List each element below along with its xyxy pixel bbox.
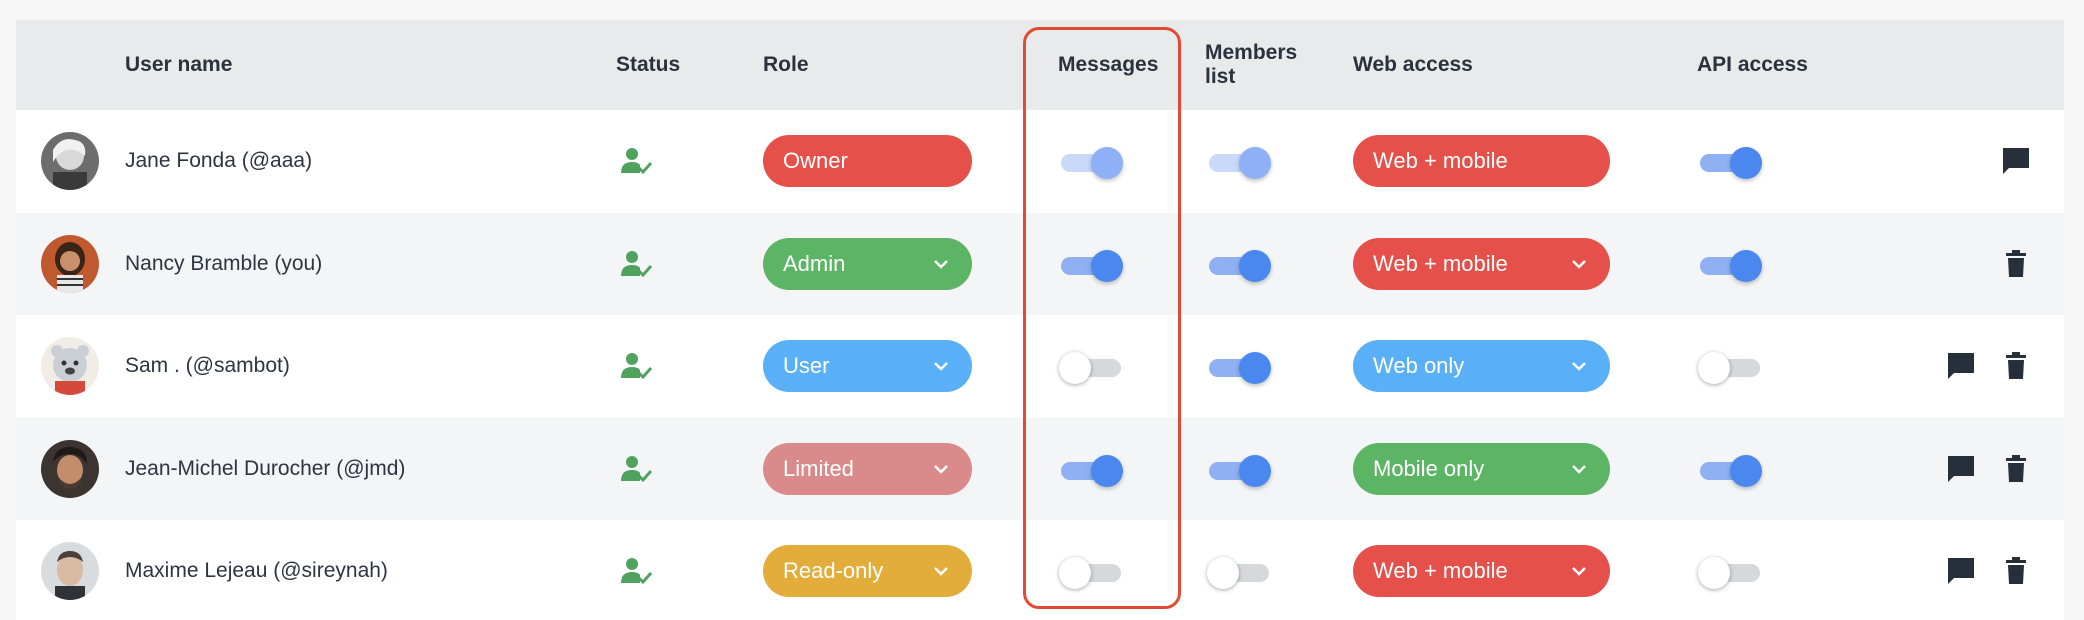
col-messages[interactable]: Messages	[1058, 53, 1159, 76]
chevron-down-icon	[1572, 464, 1586, 474]
web-access-label: Web + mobile	[1373, 148, 1508, 173]
message-icon[interactable]	[1946, 454, 1976, 484]
api-access-toggle[interactable]	[1700, 454, 1762, 487]
web-access-badge: Web + mobile	[1353, 135, 1610, 187]
table-row: Jane Fonda (@aaa) Owner Web + mobile	[16, 110, 2064, 213]
trash-icon[interactable]	[2001, 249, 2031, 279]
col-members-list-line2: list	[1205, 65, 1236, 88]
trash-icon[interactable]	[2001, 454, 2031, 484]
col-role[interactable]: Role	[763, 53, 809, 76]
role-label: Read-only	[783, 558, 884, 583]
status-cell	[620, 418, 654, 521]
status-cell	[620, 110, 654, 213]
col-web-access[interactable]: Web access	[1353, 53, 1473, 76]
status-cell	[620, 520, 654, 620]
trash-icon[interactable]	[2001, 351, 2031, 381]
web-access-select[interactable]: Web + mobile	[1353, 237, 1610, 290]
trash-icon[interactable]	[2001, 556, 2031, 586]
message-icon[interactable]	[1946, 351, 1976, 381]
avatar	[41, 542, 99, 600]
table-row: Nancy Bramble (you) Admin Web + mobile	[16, 212, 2064, 316]
role-label: Owner	[783, 148, 848, 173]
api-access-toggle[interactable]	[1700, 249, 1762, 282]
avatar	[41, 337, 99, 395]
messages-toggle[interactable]	[1061, 454, 1123, 487]
role-select[interactable]: Admin	[763, 237, 972, 290]
col-user-name[interactable]: User name	[125, 53, 233, 76]
user-name: Sam . (@sambot)	[125, 354, 290, 378]
table-row: Sam . (@sambot) User Web only	[16, 315, 2064, 418]
user-name: Maxime Lejeau (@sireynah)	[125, 559, 388, 583]
status-cell	[620, 213, 654, 316]
messages-toggle[interactable]	[1059, 352, 1121, 384]
web-access-label: Mobile only	[1373, 455, 1485, 481]
chevron-down-icon	[934, 464, 948, 474]
members-list-toggle[interactable]	[1209, 249, 1271, 282]
web-access-select[interactable]: Mobile only	[1353, 442, 1610, 495]
web-access-select[interactable]: Web + mobile	[1353, 545, 1610, 597]
users-table: User name Status Role Messages Members l…	[16, 20, 2064, 620]
message-icon[interactable]	[2001, 146, 2031, 176]
avatar	[41, 132, 99, 190]
table-row: Maxime Lejeau (@sireynah) Read-only Web …	[16, 520, 2064, 620]
chevron-down-icon	[1572, 567, 1586, 576]
avatar	[41, 439, 99, 498]
col-api-access[interactable]: API access	[1697, 53, 1808, 76]
role-badge: Owner	[763, 135, 972, 187]
messages-toggle[interactable]	[1059, 557, 1121, 589]
api-access-toggle[interactable]	[1698, 352, 1760, 384]
chevron-down-icon	[1572, 259, 1586, 269]
api-access-toggle[interactable]	[1700, 147, 1762, 179]
role-label: Limited	[783, 455, 854, 481]
members-list-toggle[interactable]	[1209, 352, 1271, 384]
web-access-label: Web + mobile	[1373, 250, 1508, 276]
role-label: User	[783, 353, 830, 378]
role-select[interactable]: Limited	[763, 442, 972, 495]
col-members-list[interactable]: Members list	[1205, 20, 1297, 110]
status-cell	[620, 315, 654, 418]
avatar	[41, 234, 99, 293]
user-name: Jane Fonda (@aaa)	[125, 149, 313, 173]
role-select[interactable]: Read-only	[763, 545, 972, 597]
api-access-toggle[interactable]	[1698, 557, 1760, 589]
messages-toggle[interactable]	[1061, 249, 1123, 282]
user-check-icon	[621, 558, 653, 585]
table-header: User name Status Role Messages Members l…	[16, 20, 2064, 110]
web-access-select[interactable]: Web only	[1353, 340, 1610, 392]
web-access-label: Web + mobile	[1373, 558, 1508, 583]
user-name: Nancy Bramble (you)	[125, 251, 323, 275]
role-select[interactable]: User	[763, 340, 972, 392]
members-list-toggle[interactable]	[1207, 557, 1269, 589]
col-status[interactable]: Status	[616, 53, 681, 76]
chevron-down-icon	[934, 362, 948, 371]
user-name: Jean-Michel Durocher (@jmd)	[125, 456, 406, 480]
chevron-down-icon	[1572, 362, 1586, 371]
web-access-label: Web only	[1373, 353, 1465, 378]
message-icon[interactable]	[1946, 556, 1976, 586]
messages-toggle[interactable]	[1061, 147, 1123, 179]
user-check-icon	[621, 250, 653, 277]
members-list-toggle[interactable]	[1209, 147, 1271, 179]
col-members-list-line1: Members	[1205, 41, 1298, 64]
members-list-toggle[interactable]	[1209, 454, 1271, 487]
user-check-icon	[621, 148, 653, 175]
user-check-icon	[621, 455, 653, 482]
table-row: Jean-Michel Durocher (@jmd) Limited Mobi…	[16, 417, 2064, 521]
chevron-down-icon	[934, 567, 948, 576]
user-check-icon	[621, 353, 653, 380]
role-label: Admin	[783, 250, 846, 276]
chevron-down-icon	[934, 259, 948, 269]
